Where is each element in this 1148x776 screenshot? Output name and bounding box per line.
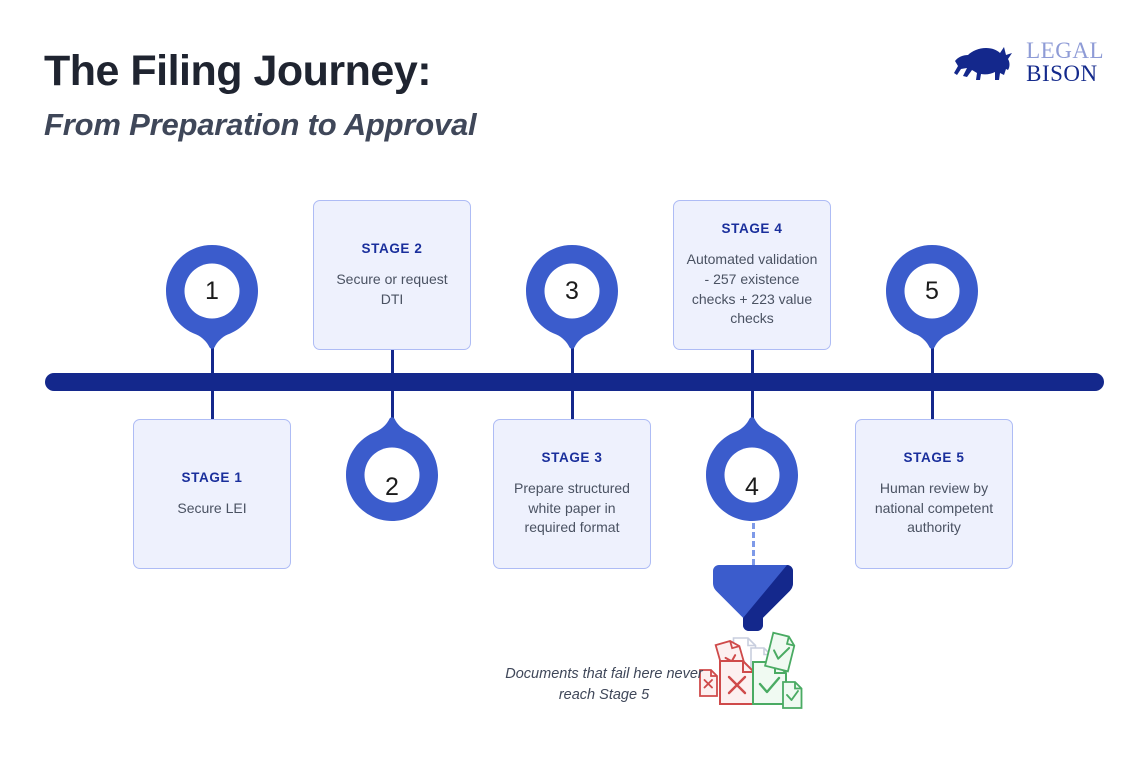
bison-icon [954,46,1013,80]
stage-pin-1[interactable]: 1 [166,245,258,349]
stage-pin-number-4: 4 [745,472,759,501]
stage-pin-number-1: 1 [205,276,219,305]
failed-document-icon [699,640,755,705]
stage-description-1: Secure LEI [177,499,247,516]
funnel-caption: Documents that fail here never reach Sta… [505,666,703,704]
stage-pin-2[interactable]: 2 [346,417,438,521]
stage-label-5: STAGE 5 [903,449,965,465]
stage-pin-3[interactable]: 3 [526,245,618,349]
stage-description-3: Prepare structured white paper in requir… [514,479,630,536]
stage-description-5: Human review by national competent autho… [874,479,994,536]
stage-card-1[interactable]: STAGE 1 Secure LEI [133,419,291,569]
stage-description-2: Secure or request DTI [336,270,448,307]
stage-label-1: STAGE 1 [181,469,243,485]
stage-description-4: Automated validation - 257 existence che… [686,250,818,327]
stage-pin-number-5: 5 [925,276,939,305]
pin-marker-icon [886,245,978,349]
stage-pin-number-3: 3 [565,276,579,305]
page-subtitle: From Preparation to Approval [44,107,477,142]
page-title: The Filing Journey: [44,47,432,95]
brand-word-bison: BISON [1026,60,1098,86]
funnel-icon [713,565,793,631]
funnel-dashed-connector [752,523,755,565]
pin-marker-icon [706,417,798,521]
pin-marker-icon [166,245,258,349]
stage-card-5[interactable]: STAGE 5 Human review by national compete… [855,419,1013,569]
stage-pin-number-2: 2 [385,472,399,501]
stage-card-4[interactable]: STAGE 4 Automated validation - 257 exist… [673,200,831,350]
stage-card-3[interactable]: STAGE 3 Prepare structured white paper i… [493,419,651,569]
stage-label-3: STAGE 3 [541,449,603,465]
stage-card-2[interactable]: STAGE 2 Secure or request DTI [313,200,471,350]
passed-document-icon [752,631,803,709]
pin-marker-icon [346,417,438,521]
documents-icon [699,631,803,709]
connector-stage-4 [751,345,754,437]
brand-logo: LEGAL BISON [952,38,1104,86]
stage-pin-5[interactable]: 5 [886,245,978,349]
brand-wordmark: LEGAL BISON [1026,38,1104,86]
brand-word-legal: LEGAL [1026,38,1104,63]
stage-label-4: STAGE 4 [721,220,783,236]
connector-stage-2 [391,345,394,437]
stage-pin-4[interactable]: 4 [706,417,798,521]
stage-label-2: STAGE 2 [361,240,423,256]
pin-marker-icon [526,245,618,349]
timeline-bar [45,373,1104,391]
